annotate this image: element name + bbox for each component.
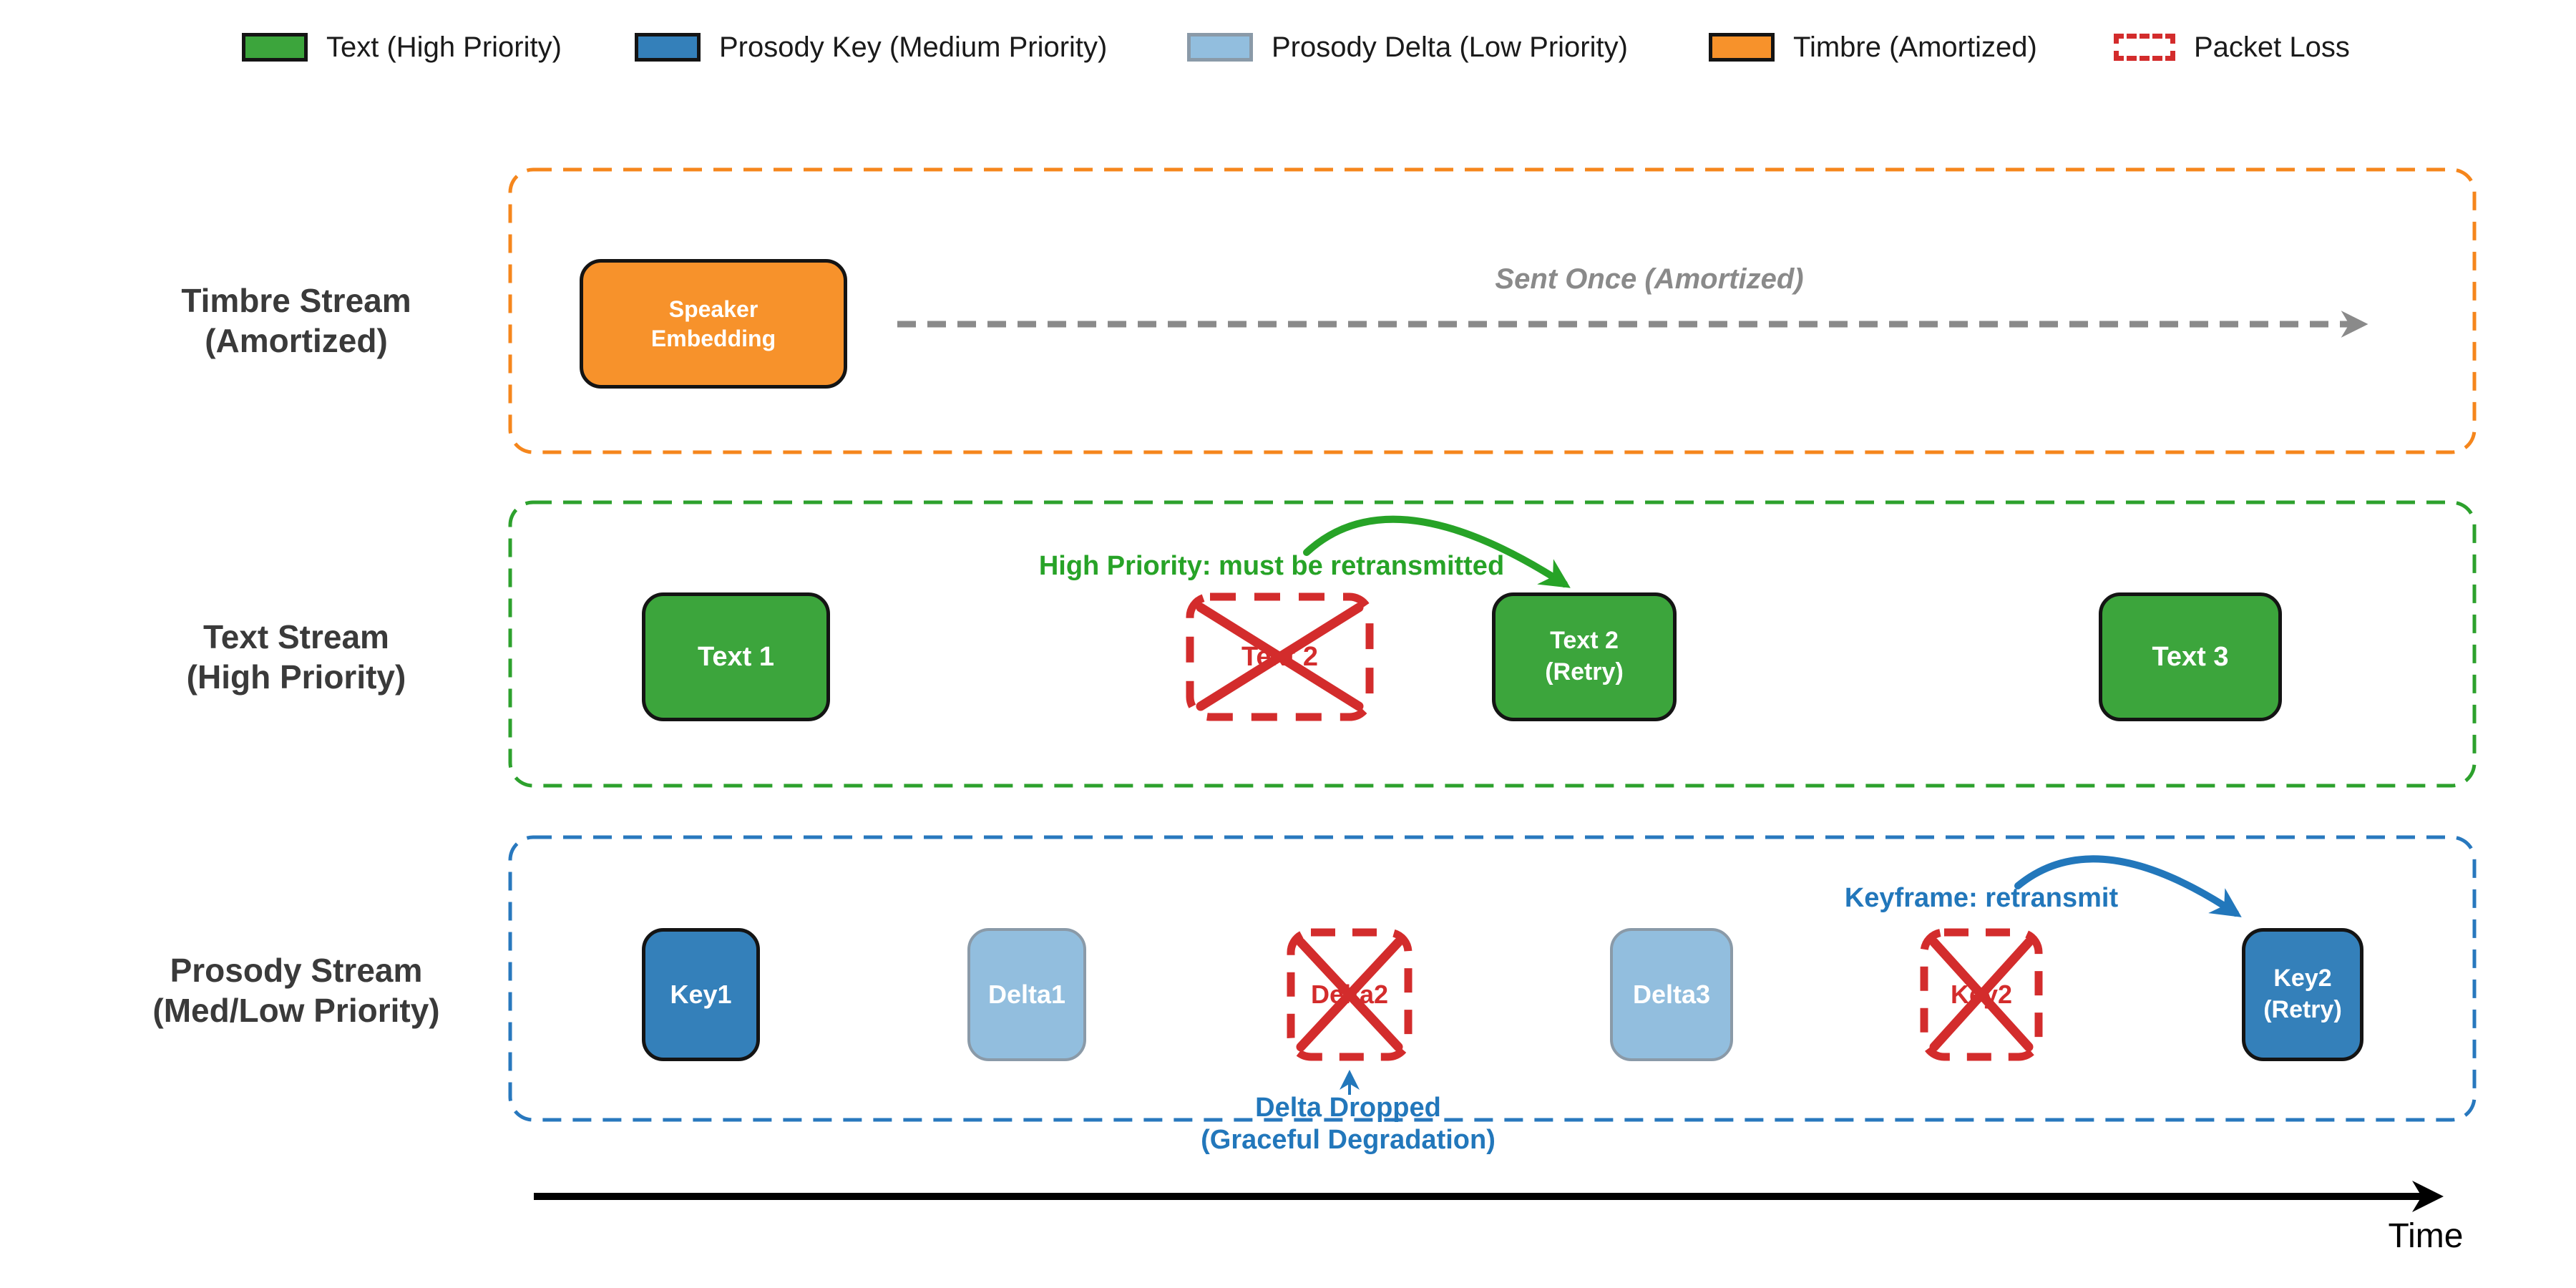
legend-label: Prosody Key (Medium Priority): [719, 31, 1108, 63]
legend-item-timbre: Timbre (Amortized): [1709, 27, 2037, 67]
legend-label: Packet Loss: [2194, 31, 2350, 63]
legend-item-prosody-key: Prosody Key (Medium Priority): [635, 27, 1107, 67]
delta2-lost-packet: Delta2: [1310, 979, 1389, 1009]
text3-packet: Text 3: [2099, 592, 2282, 721]
delta3-packet: Delta3: [1610, 928, 1733, 1061]
legend-item-prosody-delta: Prosody Delta (Low Priority): [1187, 27, 1628, 67]
key2-lost-packet: Key2: [1950, 979, 2013, 1009]
delta-dropped-annotation: Delta Dropped (Graceful Degradation): [1201, 1093, 1496, 1155]
text1-packet: Text 1: [642, 592, 830, 721]
high-priority-annotation: High Priority: must be retransmitted: [1038, 551, 1505, 581]
legend-label: Prosody Delta (Low Priority): [1272, 31, 1628, 63]
delta1-packet: Delta1: [967, 928, 1086, 1061]
speaker-embedding-packet: Speaker Embedding: [580, 259, 847, 389]
legend-item-text: Text (High Priority): [242, 27, 562, 67]
prosody-stream-container: [508, 835, 2477, 1122]
legend-label: Text (High Priority): [326, 31, 562, 63]
legend-swatch-lightblue-icon: [1187, 33, 1253, 62]
legend-swatch-orange-icon: [1709, 33, 1775, 62]
sent-once-annotation: Sent Once (Amortized): [1495, 263, 1804, 295]
legend-swatch-blue-icon: [635, 33, 701, 62]
key2-retry-packet: Key2 (Retry): [2242, 928, 2363, 1061]
legend-label: Timbre (Amortized): [1793, 31, 2037, 63]
prosody-stream-label: Prosody Stream (Med/Low Priority): [152, 952, 440, 1029]
legend-swatch-packet-loss-icon: [2114, 34, 2175, 61]
timbre-stream-label: Timbre Stream (Amortized): [181, 282, 411, 359]
legend-item-packet-loss: Packet Loss: [2114, 27, 2350, 67]
text2-retry-packet: Text 2 (Retry): [1492, 592, 1677, 721]
keyframe-retransmit-annotation: Keyframe: retransmit: [1844, 883, 2119, 913]
text2-lost-packet: Text 2: [1241, 641, 1318, 672]
key1-packet: Key1: [642, 928, 760, 1061]
text-stream-label: Text Stream (High Priority): [186, 618, 406, 696]
time-axis-label: Time: [2388, 1217, 2464, 1255]
legend-swatch-green-icon: [242, 33, 308, 62]
